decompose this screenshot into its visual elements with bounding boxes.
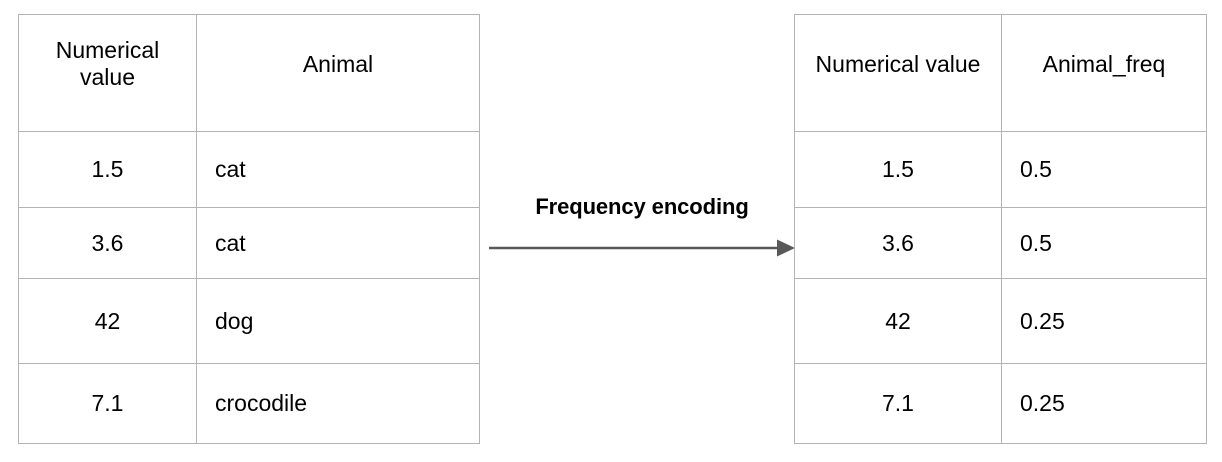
arrow-right-icon (489, 239, 795, 257)
encoded-cell-freq-1: 0.5 (1001, 207, 1207, 279)
table-row: 3.6 cat (18, 207, 480, 279)
encoded-cell-freq-2: 0.25 (1001, 278, 1207, 364)
encoded-table: Numerical value Animal_freq 1.5 0.5 3.6 … (794, 14, 1207, 444)
source-header-numerical-value-label: Numerical value (55, 37, 160, 90)
encoded-cell-freq-0: 0.5 (1001, 131, 1207, 208)
source-header-animal-label: Animal (302, 50, 374, 77)
encoded-cell-freq-3: 0.25 (1001, 363, 1207, 444)
source-cell-value-0: 1.5 (18, 131, 197, 208)
encoded-cell-value-1: 3.6 (794, 207, 1002, 279)
encoded-cell-value-2: 42 (794, 278, 1002, 364)
table-row: 42 0.25 (794, 278, 1207, 364)
source-cell-animal-0: cat (196, 131, 480, 208)
source-table-header-row: Numerical value Animal (18, 14, 480, 132)
source-cell-animal-2: dog (196, 278, 480, 364)
encoded-header-numerical-value: Numerical value (794, 14, 1002, 132)
encoded-cell-value-0: 1.5 (794, 131, 1002, 208)
source-header-animal: Animal (196, 14, 480, 132)
source-cell-value-2: 42 (18, 278, 197, 364)
table-row: 7.1 0.25 (794, 363, 1207, 444)
table-row: 1.5 0.5 (794, 131, 1207, 208)
source-table: Numerical value Animal 1.5 cat 3.6 cat 4… (18, 14, 480, 444)
table-row: 7.1 crocodile (18, 363, 480, 444)
encoded-header-animal-freq: Animal_freq (1001, 14, 1207, 132)
encoded-table-header-row: Numerical value Animal_freq (794, 14, 1207, 132)
source-header-numerical-value: Numerical value (18, 14, 197, 132)
table-row: 3.6 0.5 (794, 207, 1207, 279)
encoded-header-animal-freq-label: Animal_freq (1042, 50, 1166, 77)
table-row: 1.5 cat (18, 131, 480, 208)
transform-label: Frequency encoding (535, 194, 749, 219)
source-cell-value-3: 7.1 (18, 363, 197, 444)
encoded-cell-value-3: 7.1 (794, 363, 1002, 444)
source-cell-animal-1: cat (196, 207, 480, 279)
table-row: 42 dog (18, 278, 480, 364)
encoded-header-numerical-value-label: Numerical value (815, 50, 981, 77)
source-cell-animal-3: crocodile (196, 363, 480, 444)
source-cell-value-1: 3.6 (18, 207, 197, 279)
